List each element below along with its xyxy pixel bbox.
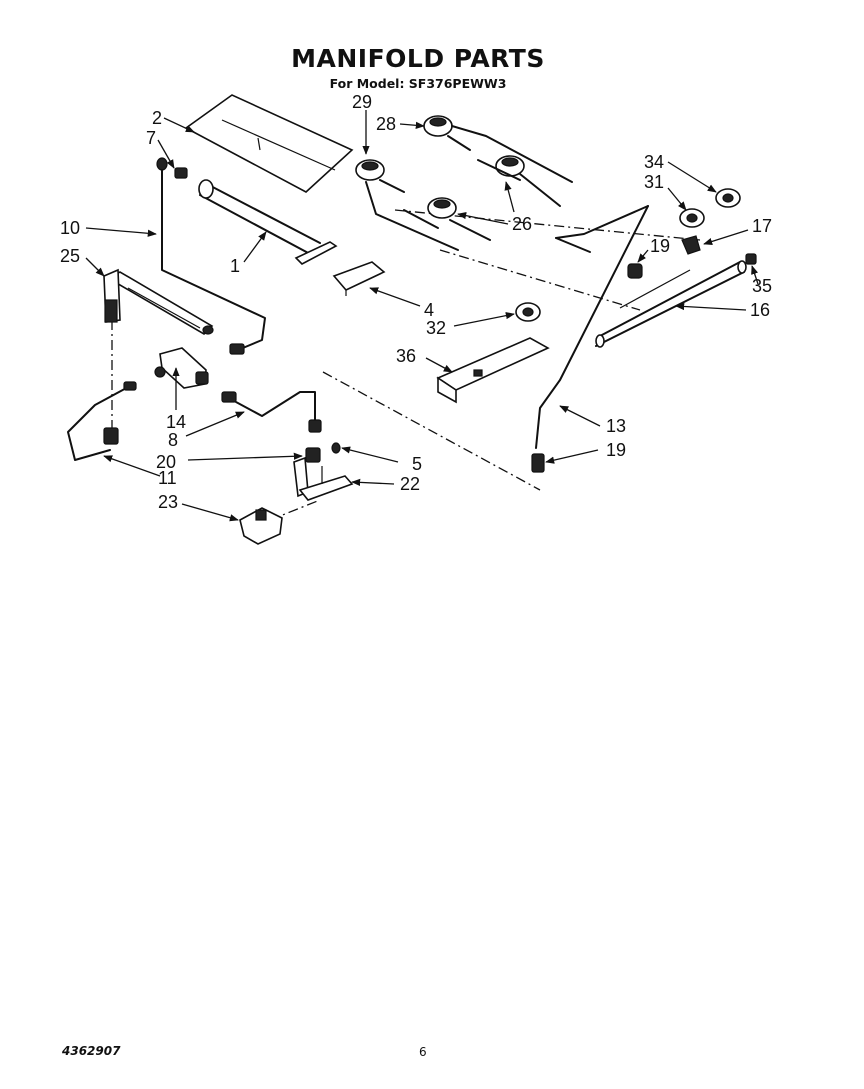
label-part-19-lower: 19 — [606, 440, 626, 460]
label-part-35: 35 — [752, 276, 772, 296]
assembly-line-top — [394, 209, 701, 241]
pressure-regulator-assembly — [293, 442, 354, 501]
surface-burner-right — [477, 155, 561, 207]
label-part-20: 20 — [156, 452, 176, 472]
surface-burner-29 — [355, 159, 459, 251]
assembly-line-valve — [322, 371, 541, 491]
manifold-pipe-16 — [595, 260, 747, 348]
orifice-35 — [745, 253, 757, 265]
document-number: 4362907 — [62, 1044, 121, 1058]
regulator-23 — [239, 507, 283, 545]
label-part-31: 31 — [644, 172, 664, 192]
page-number: 6 — [419, 1045, 427, 1059]
orifice-19-upper — [627, 263, 643, 279]
surface-burner-26 — [403, 197, 491, 241]
label-part-17: 17 — [752, 216, 772, 236]
model-subtitle: For Model: SF376PEWW3 — [329, 76, 507, 91]
burner-tube-1 — [198, 179, 338, 265]
label-part-5: 5 — [412, 454, 422, 474]
label-part-8: 8 — [168, 430, 178, 450]
surface-burner-28 — [423, 115, 573, 183]
valve-14 — [154, 347, 209, 389]
label-part-2: 2 — [152, 108, 162, 128]
bracket-36 — [436, 337, 550, 404]
bracket-4 — [332, 261, 386, 296]
heat-shield-plate — [184, 94, 354, 193]
knob-31 — [679, 208, 705, 228]
gas-tube-10 — [156, 157, 266, 355]
page-title: MANIFOLD PARTS — [291, 44, 545, 73]
burner-25 — [103, 268, 214, 336]
fitting-17 — [681, 235, 701, 255]
label-part-34: 34 — [644, 152, 664, 172]
label-part-10: 10 — [60, 218, 80, 238]
label-part-11: 11 — [158, 468, 177, 488]
label-part-1: 1 — [230, 256, 240, 276]
label-part-7: 7 — [146, 128, 156, 148]
assembly-line-middle — [439, 249, 641, 311]
label-part-19-upper: 19 — [650, 236, 670, 256]
knob-34 — [715, 188, 741, 208]
knob-32 — [515, 302, 541, 322]
label-part-13: 13 — [606, 416, 626, 436]
label-part-23: 23 — [158, 492, 178, 512]
label-part-25: 25 — [60, 246, 80, 266]
label-part-26: 26 — [512, 214, 532, 234]
label-part-28: 28 — [376, 114, 396, 134]
label-part-14: 14 — [166, 412, 186, 432]
label-part-22: 22 — [400, 474, 420, 494]
orifice-7 — [174, 167, 188, 179]
label-part-4: 4 — [424, 300, 434, 320]
label-part-29: 29 — [352, 92, 372, 112]
gas-tube-11 — [67, 381, 137, 461]
gas-tube-13 — [535, 205, 649, 449]
label-part-36: 36 — [396, 346, 416, 366]
leader-lines — [85, 110, 759, 522]
label-part-16: 16 — [750, 300, 770, 320]
gas-tube-8 — [221, 391, 322, 433]
orifice-19-lower — [531, 453, 545, 473]
label-part-32: 32 — [426, 318, 446, 338]
